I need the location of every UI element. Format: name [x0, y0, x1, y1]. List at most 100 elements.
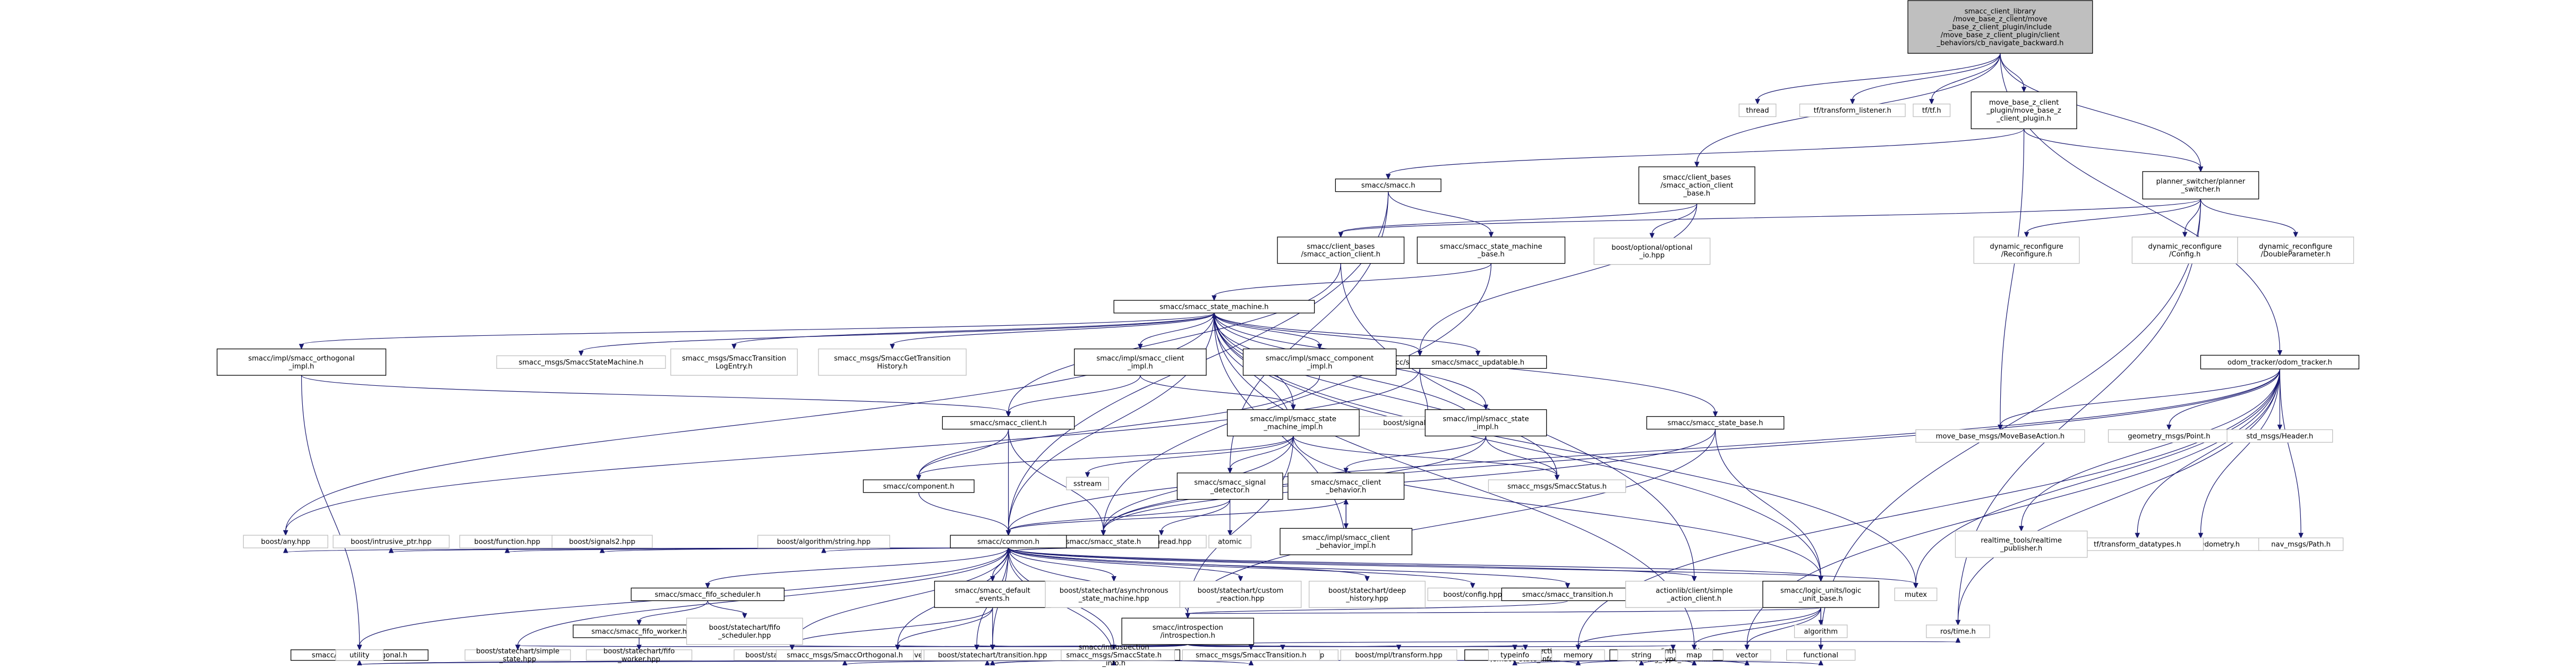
node-box [332, 535, 450, 548]
edge-line [2000, 369, 2280, 426]
edge-default_events-to-sc_state [789, 607, 993, 650]
node-box [217, 348, 387, 376]
edge-impl_client-to-smacc_client [1005, 375, 1141, 417]
node-box [2142, 171, 2259, 200]
node-impl_state[interactable]: smacc/impl/smacc_state_impl.h [1425, 409, 1547, 437]
node-introspection[interactable]: smacc/introspection/introspection.h [1121, 618, 1255, 645]
edge-planner_switcher-to-dyn_reconf [2024, 199, 2201, 238]
edge-impl_sm-to-sstream [1085, 436, 1294, 478]
node-cb_sac[interactable]: smacc/client_bases/smacc_action_client.h [1277, 236, 1405, 264]
edge-line [1214, 263, 1492, 297]
node-tf_listener: tf/transform_listener.h [1799, 104, 1906, 117]
node-label-line: tf/tf.h [1922, 107, 1941, 115]
edge-line [2000, 129, 2025, 426]
node-common[interactable]: smacc/common.h [950, 535, 1067, 548]
node-impl_cb[interactable]: smacc/impl/smacc_client_behavior_impl.h [1280, 528, 1413, 555]
edge-common-to-custom_reaction [1008, 547, 1243, 582]
edge-line [1388, 191, 1492, 233]
node-cb_sac_base[interactable]: smacc/client_bases/smacc_action_client_b… [1638, 166, 1755, 205]
node-label-line: _io.hpp [1639, 252, 1665, 260]
node-fifo_worker[interactable]: smacc/smacc_fifo_worker.h [573, 624, 706, 638]
node-default_events[interactable]: smacc/smacc_default_events.h [934, 580, 1051, 608]
edge-arrowhead [1158, 530, 1164, 536]
node-smacc_transition[interactable]: smacc/smacc_transition.h [1501, 587, 1634, 601]
node-smacc_client[interactable]: smacc/smacc_client.h [942, 416, 1075, 430]
node-label-line: _base.h [1683, 190, 1710, 198]
edge-line [2024, 129, 2201, 168]
edge-line [2200, 369, 2280, 534]
node-fifo_scheduler[interactable]: smacc/smacc_fifo_scheduler.h [630, 587, 785, 601]
node-label-line: _action_client.h [1666, 595, 1721, 603]
node-smacc_sm[interactable]: smacc/smacc_state_machine.h [1113, 300, 1315, 314]
node-smacc_h[interactable]: smacc/smacc.h [1335, 179, 1441, 192]
node-client_behavior[interactable]: smacc/smacc_client_behavior.h [1287, 472, 1405, 500]
node-box [1675, 649, 1713, 661]
node-box [464, 649, 571, 661]
edge-line [1345, 436, 1487, 469]
node-planner_switcher[interactable]: planner_switcher/planner_switcher.h [2142, 171, 2259, 200]
node-impl_client[interactable]: smacc/impl/smacc_client_impl.h [1074, 348, 1207, 376]
node-label-line: dynamic_reconfigure [2148, 243, 2221, 251]
edge-line [1008, 547, 1114, 577]
edge-line [1214, 312, 1479, 352]
node-label-line: _detector.h [1210, 487, 1250, 495]
node-odom_tracker[interactable]: odom_tracker/odom_tracker.h [2200, 354, 2359, 369]
node-label-line: boost/intrusive_ptr.hpp [351, 538, 431, 546]
node-label-line: _impl.h [1307, 362, 1333, 370]
edge-arrowhead [895, 645, 900, 650]
edge-line [1008, 429, 1104, 531]
node-box [757, 535, 890, 548]
node-box [818, 348, 967, 376]
node-label-line: _events.h [975, 595, 1010, 603]
node-smacc_component[interactable]: smacc/component.h [863, 479, 975, 493]
node-root[interactable]: smacc_client_library/move_base_z_client/… [1907, 0, 2093, 54]
edge-arrowhead [2298, 532, 2304, 539]
edge-arrowhead [283, 547, 288, 553]
node-label-line: smacc_msgs/SmaccStatus.h [1507, 483, 1607, 491]
edge-arrowhead [2166, 425, 2172, 430]
node-label-line: boost/signals2.hpp [569, 538, 635, 546]
edge-arrowhead [1670, 645, 1676, 650]
edge-cb_sac_base-to-smacc_signal [1417, 204, 1698, 357]
node-box [670, 348, 798, 376]
node-mbzcp[interactable]: move_base_z_client_plugin/move_base_z_cl… [1971, 91, 2077, 130]
edge-line [1715, 429, 1821, 577]
edge-odom_tracker-to-rostime [1955, 369, 2280, 626]
edge-cb_sac-to-smacc_client [1005, 263, 1341, 417]
node-logic_unit_base[interactable]: smacc/logic_units/logic_unit_base.h [1762, 580, 1880, 608]
node-impl_orthogonal[interactable]: smacc/impl/smacc_orthogonal_impl.h [217, 348, 387, 376]
edge-planner_switcher-to-dyn_config [2182, 199, 2201, 238]
edge-arrowhead [2198, 166, 2204, 173]
edge-line [707, 547, 1009, 584]
node-state_base[interactable]: smacc/smacc_state_base.h [1646, 416, 1785, 430]
node-sm_base[interactable]: smacc/smacc_state_machine_base.h [1417, 236, 1566, 264]
edge-line [2026, 199, 2201, 233]
node-label-line: boost/statechart/transition.hpp [938, 652, 1047, 659]
node-updatable[interactable]: smacc/smacc_updatable.h [1409, 355, 1547, 369]
edge-line [1140, 375, 1294, 406]
node-sc_fifo_scheduler: boost/statechart/fifo_scheduler.hpp [686, 618, 803, 645]
node-signal_detector[interactable]: smacc/smacc_signal_detector.h [1176, 472, 1283, 500]
edge-line [918, 492, 1009, 531]
edge-mbzcp-to-smacc_h [1385, 129, 2025, 180]
node-impl_sm[interactable]: smacc/impl/smacc_state_machine_impl.h [1227, 409, 1360, 437]
edge-introspection-to-rostime [1187, 637, 1961, 645]
node-label-line: _base.h [1477, 251, 1505, 259]
node-label-line: _behaviors/cb_navigate_backward.h [1936, 39, 2063, 47]
edge-arrowhead [1470, 583, 1475, 589]
node-label-line: _switcher.h [2181, 186, 2221, 194]
node-label-line: algorithm [1804, 628, 1838, 636]
edge-smacc_orthogonal-to-utility [357, 659, 362, 666]
node-label-line: /DoubleParameter.h [2261, 251, 2331, 259]
node-impl_component[interactable]: smacc/impl/smacc_component_impl.h [1242, 348, 1397, 376]
edge-logic_unit_base-to-memory [1575, 607, 1821, 650]
edge-signal_detector-to-atomic [1227, 499, 1233, 536]
node-box [1182, 649, 1320, 661]
node-box [1551, 649, 1605, 661]
node-label-line: smacc/smacc_transition.h [1522, 591, 1613, 599]
edge-line [2021, 369, 2280, 527]
edge-arrowhead [1212, 312, 1217, 318]
node-label-line: functional [1803, 652, 1838, 659]
node-label-line: _history.hpp [1345, 595, 1388, 603]
